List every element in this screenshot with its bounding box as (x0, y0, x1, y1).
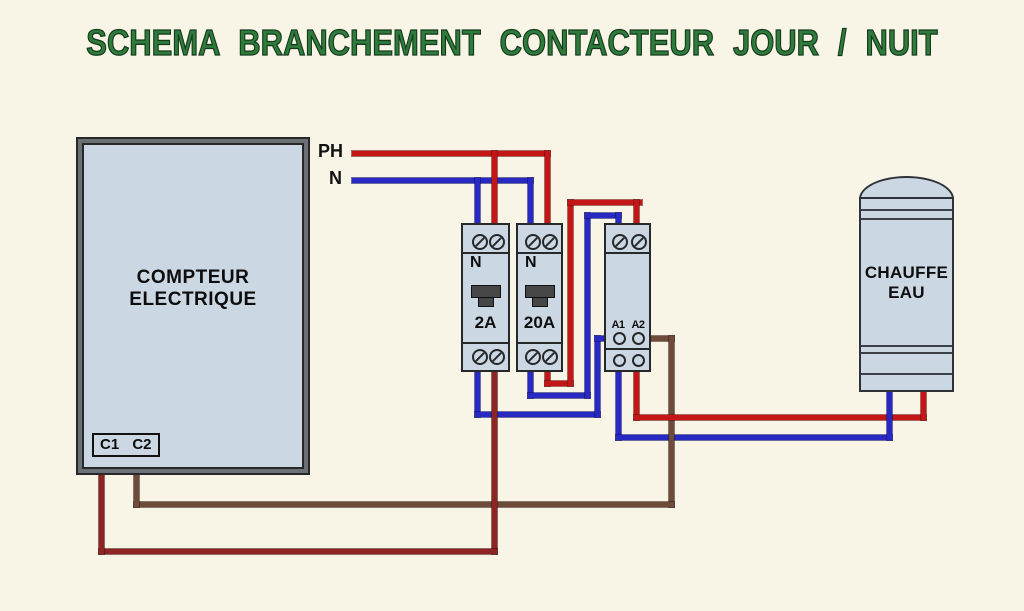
wire-phase-to-heater-horizontal (634, 415, 926, 420)
wire-neutral-to-heater-horizontal (616, 435, 892, 440)
wire-20a-neutral-out-down (528, 372, 533, 398)
wire-phase-into-contactor (634, 200, 639, 223)
wire-to-a1-vertical (595, 336, 600, 417)
meter-label-line1: COMPTEUR (136, 267, 250, 288)
contactor-a2-label: A2 (631, 319, 645, 331)
breaker-2a: N 2A (461, 223, 510, 372)
wire-2a-out-horizontal (475, 412, 600, 417)
breaker-20a: N 20A (516, 223, 563, 372)
wire-20a-phase-out-down (545, 372, 550, 386)
heater-label-line2: EAU (888, 283, 925, 302)
wire-2a-phase-out-down (492, 372, 497, 554)
breaker-20a-rating: 20A (523, 313, 556, 332)
wire-neutral-drop-20a (528, 178, 533, 223)
heater-seam-line (861, 352, 952, 354)
wire-neutral-heater-vertical (887, 392, 892, 440)
wire-c1-drop (99, 473, 104, 554)
breaker-2a-bottom-divider (462, 342, 509, 344)
breaker-2a-rating: 2A (474, 313, 497, 332)
water-heater: CHAUFFE EAU (859, 197, 954, 392)
wire-a2-entry (646, 336, 674, 341)
wire-20a-phase-loop-bottom (545, 381, 573, 386)
contactor-a1-label: A1 (611, 319, 625, 331)
wire-c2-drop (134, 473, 139, 507)
water-heater-dome (859, 176, 954, 199)
screw-terminal-icon (542, 234, 558, 250)
wire-phase-heater-vertical (921, 392, 926, 420)
coil-terminal-icon (613, 332, 626, 345)
neutral-label: N (329, 168, 342, 188)
breaker-20a-top-divider (517, 252, 562, 254)
meter-c1-c2-terminal-box: C1 C2 (92, 433, 160, 457)
wire-20a-neutral-loop-top (585, 213, 621, 218)
wire-phase-drop-20a (545, 151, 550, 223)
heater-seam-line (861, 373, 952, 375)
screw-terminal-icon (489, 234, 505, 250)
water-heater-label: CHAUFFE EAU (861, 263, 952, 303)
screw-terminal-icon (525, 349, 541, 365)
contactor-bottom-divider (605, 348, 650, 350)
meter-label-line2: ELECTRIQUE (129, 289, 257, 310)
wire-phase-drop-2a (492, 151, 497, 223)
wire-c2-vertical (669, 336, 674, 507)
wire-20a-phase-loop-up (568, 200, 573, 386)
breaker-2a-top-divider (462, 252, 509, 254)
wire-20a-phase-loop-top (568, 200, 642, 205)
wire-phase-supply-horizontal (352, 151, 550, 156)
screw-terminal-icon (489, 349, 505, 365)
diagram-title-text: SCHEMA BRANCHEMENT CONTACTEUR JOUR / NUI… (86, 21, 939, 63)
breaker-20a-neutral-label: N (525, 254, 537, 271)
breaker-2a-neutral-label: N (470, 254, 482, 271)
screw-terminal-icon (631, 234, 647, 250)
wire-neutral-into-contactor (616, 213, 621, 223)
wire-20a-neutral-loop-bottom (528, 393, 590, 398)
phase-label: PH (318, 141, 344, 161)
breaker-toggle-icon (477, 297, 494, 307)
wire-contactor-neutral-out-down (616, 372, 621, 440)
heater-label-line1: CHAUFFE (864, 263, 949, 282)
wire-2a-out-down (475, 372, 480, 417)
electric-meter-label: COMPTEUR ELECTRIQUE (82, 267, 304, 311)
heater-seam-line (861, 345, 952, 347)
diagram-title: SCHEMA BRANCHEMENT CONTACTEUR JOUR / NUI… (0, 21, 1024, 64)
wire-20a-neutral-loop-up (585, 213, 590, 398)
wire-neutral-drop-2a (475, 178, 480, 223)
breaker-20a-bottom-divider (517, 342, 562, 344)
contact-terminal-icon (632, 354, 645, 367)
contactor: A1 A2 (604, 223, 651, 372)
wire-to-a1-entry (595, 336, 612, 341)
wire-c2-horizontal (134, 502, 674, 507)
wire-contactor-phase-out-down (634, 372, 639, 420)
heater-seam-line (861, 218, 952, 220)
contact-terminal-icon (613, 354, 626, 367)
screw-terminal-icon (472, 349, 488, 365)
contactor-top-divider (605, 252, 650, 254)
screw-terminal-icon (525, 234, 541, 250)
screw-terminal-icon (612, 234, 628, 250)
wire-neutral-supply-horizontal (352, 178, 533, 183)
electric-meter-box: COMPTEUR ELECTRIQUE C1 C2 (78, 139, 308, 473)
screw-terminal-icon (472, 234, 488, 250)
wire-c1-horizontal (99, 549, 497, 554)
coil-terminal-icon (632, 332, 645, 345)
screw-terminal-icon (542, 349, 558, 365)
breaker-toggle-icon (531, 297, 548, 307)
heater-seam-line (861, 209, 952, 211)
